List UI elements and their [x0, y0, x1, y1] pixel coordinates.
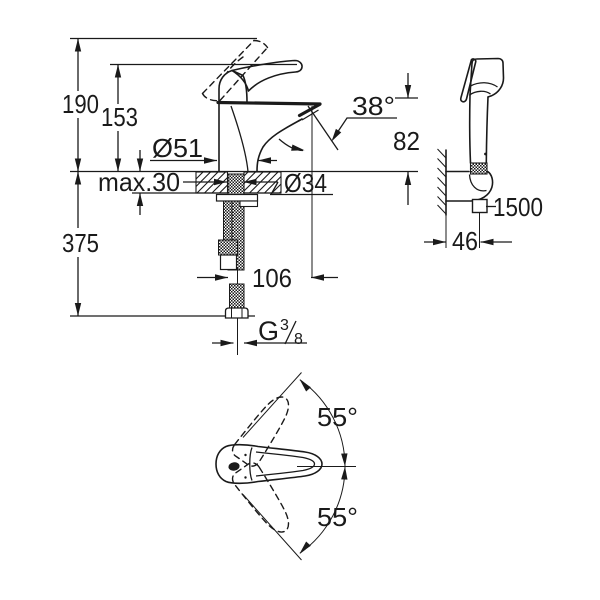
lever-handle [231, 59, 303, 92]
lever-solid [215, 443, 323, 485]
dim-label-82: 82 [393, 126, 420, 156]
hose-connector-nut [224, 307, 249, 319]
trigger-lever [459, 58, 477, 103]
wall-holder [445, 170, 494, 214]
stream-angle-indication: 38° [278, 91, 397, 278]
hand-shower-side-view: 82 1500 46 [393, 57, 543, 256]
lever-top-view: 55° 55° [215, 372, 358, 561]
faucet-body [216, 59, 322, 173]
dim-label-d34: Ø34 [284, 168, 327, 198]
lever-raised-dashed [201, 39, 269, 102]
faucet-shank-and-hose [215, 173, 259, 355]
dim-153: 153 [101, 64, 138, 172]
wall-section [437, 148, 447, 216]
dim-label-153: 153 [101, 102, 138, 132]
faucet-front-view: 38° 190 153 375 max.30 [62, 37, 418, 355]
dim-46: 46 [424, 212, 512, 256]
dim-1500: 1500 [486, 192, 543, 222]
thread-denominator: 8 [294, 331, 303, 348]
dim-label-max30: max.30 [98, 167, 180, 197]
dim-max30: max.30 [98, 150, 180, 215]
dim-thread-g38: G 3 8 [212, 316, 307, 348]
dim-label-55-down: 55° [317, 502, 358, 532]
dim-diameter-34: Ø34 [183, 168, 333, 198]
dim-190: 190 [62, 38, 99, 172]
dim-label-38deg: 38° [352, 91, 395, 121]
dim-375: 375 [62, 171, 99, 316]
aerator [297, 102, 322, 118]
dim-label-55-up: 55° [317, 402, 358, 432]
logo-dot [228, 462, 240, 471]
dim-label-106: 106 [252, 263, 292, 293]
dim-label-d51: Ø51 [152, 133, 203, 163]
thread-numerator: 3 [280, 317, 289, 334]
dim-label-190: 190 [62, 89, 99, 119]
dim-label-375: 375 [62, 228, 99, 258]
swivel-angle-indication: 55° 55° [242, 372, 358, 561]
dim-label-46: 46 [452, 226, 478, 256]
dim-label-1500: 1500 [493, 192, 543, 222]
thread-g: G [258, 316, 279, 346]
dim-diameter-51: Ø51 [150, 133, 277, 164]
lever-dashed-up [231, 396, 290, 467]
hand-shower-body [459, 57, 505, 175]
lever-dashed-down [231, 462, 290, 533]
dim-82: 82 [393, 73, 420, 205]
holder-hose-outlet [471, 198, 488, 214]
hose-coupling [469, 162, 488, 175]
dim-106: 106 [197, 263, 338, 293]
